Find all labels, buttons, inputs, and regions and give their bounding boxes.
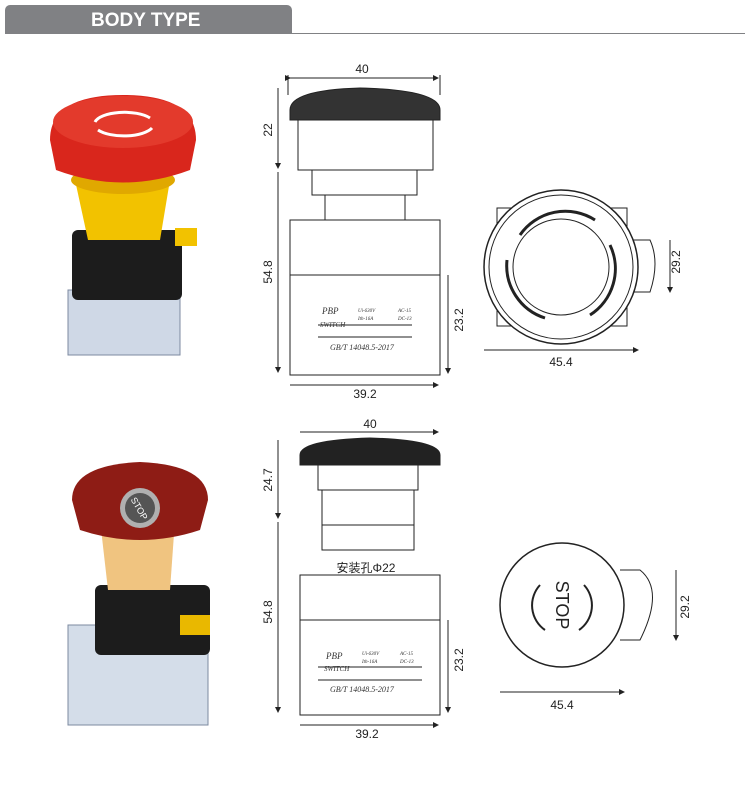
dim-head-height-2: 24.7 [261, 468, 275, 492]
dim-mount-hole: 安装孔Φ22 [337, 560, 396, 575]
front-view-drawing-top [483, 189, 673, 353]
dim-front-height-2: 29.2 [678, 595, 692, 619]
body-label-top: PBP SWITCH Ui-630V Ith-16A AC-15 DC-13 G… [320, 306, 412, 352]
dim-base-height: 23.2 [452, 308, 466, 332]
dim-front-width-2: 45.4 [550, 698, 574, 712]
dim-front-height: 29.2 [669, 250, 683, 274]
svg-text:DC-13: DC-13 [397, 317, 412, 322]
svg-text:PBP: PBP [325, 651, 343, 661]
svg-text:AC-15: AC-15 [399, 652, 414, 657]
dim-head-width: 40 [355, 62, 369, 76]
dim-base-width: 39.2 [353, 387, 377, 401]
svg-text:DC-13: DC-13 [399, 660, 414, 665]
section-header-tab: BODY TYPE [5, 5, 292, 34]
dim-head-width-2: 40 [363, 417, 377, 431]
dim-total-height-2: 54.8 [261, 600, 275, 624]
front-view-drawing-bottom [499, 542, 679, 695]
front-stop-text: STOP [552, 581, 572, 630]
dim-base-width-2: 39.2 [355, 727, 379, 741]
svg-text:SWITCH: SWITCH [320, 321, 346, 329]
dim-front-width: 45.4 [549, 355, 573, 369]
svg-text:Ith-16A: Ith-16A [361, 660, 378, 665]
svg-text:SWITCH: SWITCH [324, 665, 350, 673]
svg-text:GB/T 14048.5-2017: GB/T 14048.5-2017 [330, 343, 395, 352]
svg-text:Ui-630V: Ui-630V [362, 652, 380, 657]
svg-text:Ith-16A: Ith-16A [357, 317, 374, 322]
dim-base-height-2: 23.2 [452, 648, 466, 672]
dim-total-height: 54.8 [261, 260, 275, 284]
photo-stop-button: STOP [67, 462, 210, 726]
side-view-drawing-top [275, 75, 451, 388]
section-title: BODY TYPE [91, 10, 201, 31]
side-view-drawing-bottom [275, 429, 451, 728]
header-divider [5, 33, 745, 34]
svg-text:PBP: PBP [321, 306, 339, 316]
dim-head-height: 22 [261, 123, 275, 137]
body-label-bottom: PBP SWITCH Ui-630V Ith-16A AC-15 DC-13 G… [324, 651, 414, 694]
svg-text:AC-15: AC-15 [397, 309, 412, 314]
svg-text:GB/T 14048.5-2017: GB/T 14048.5-2017 [330, 685, 395, 694]
photo-red-mushroom-button [50, 95, 197, 356]
svg-text:Ui-630V: Ui-630V [358, 309, 376, 314]
